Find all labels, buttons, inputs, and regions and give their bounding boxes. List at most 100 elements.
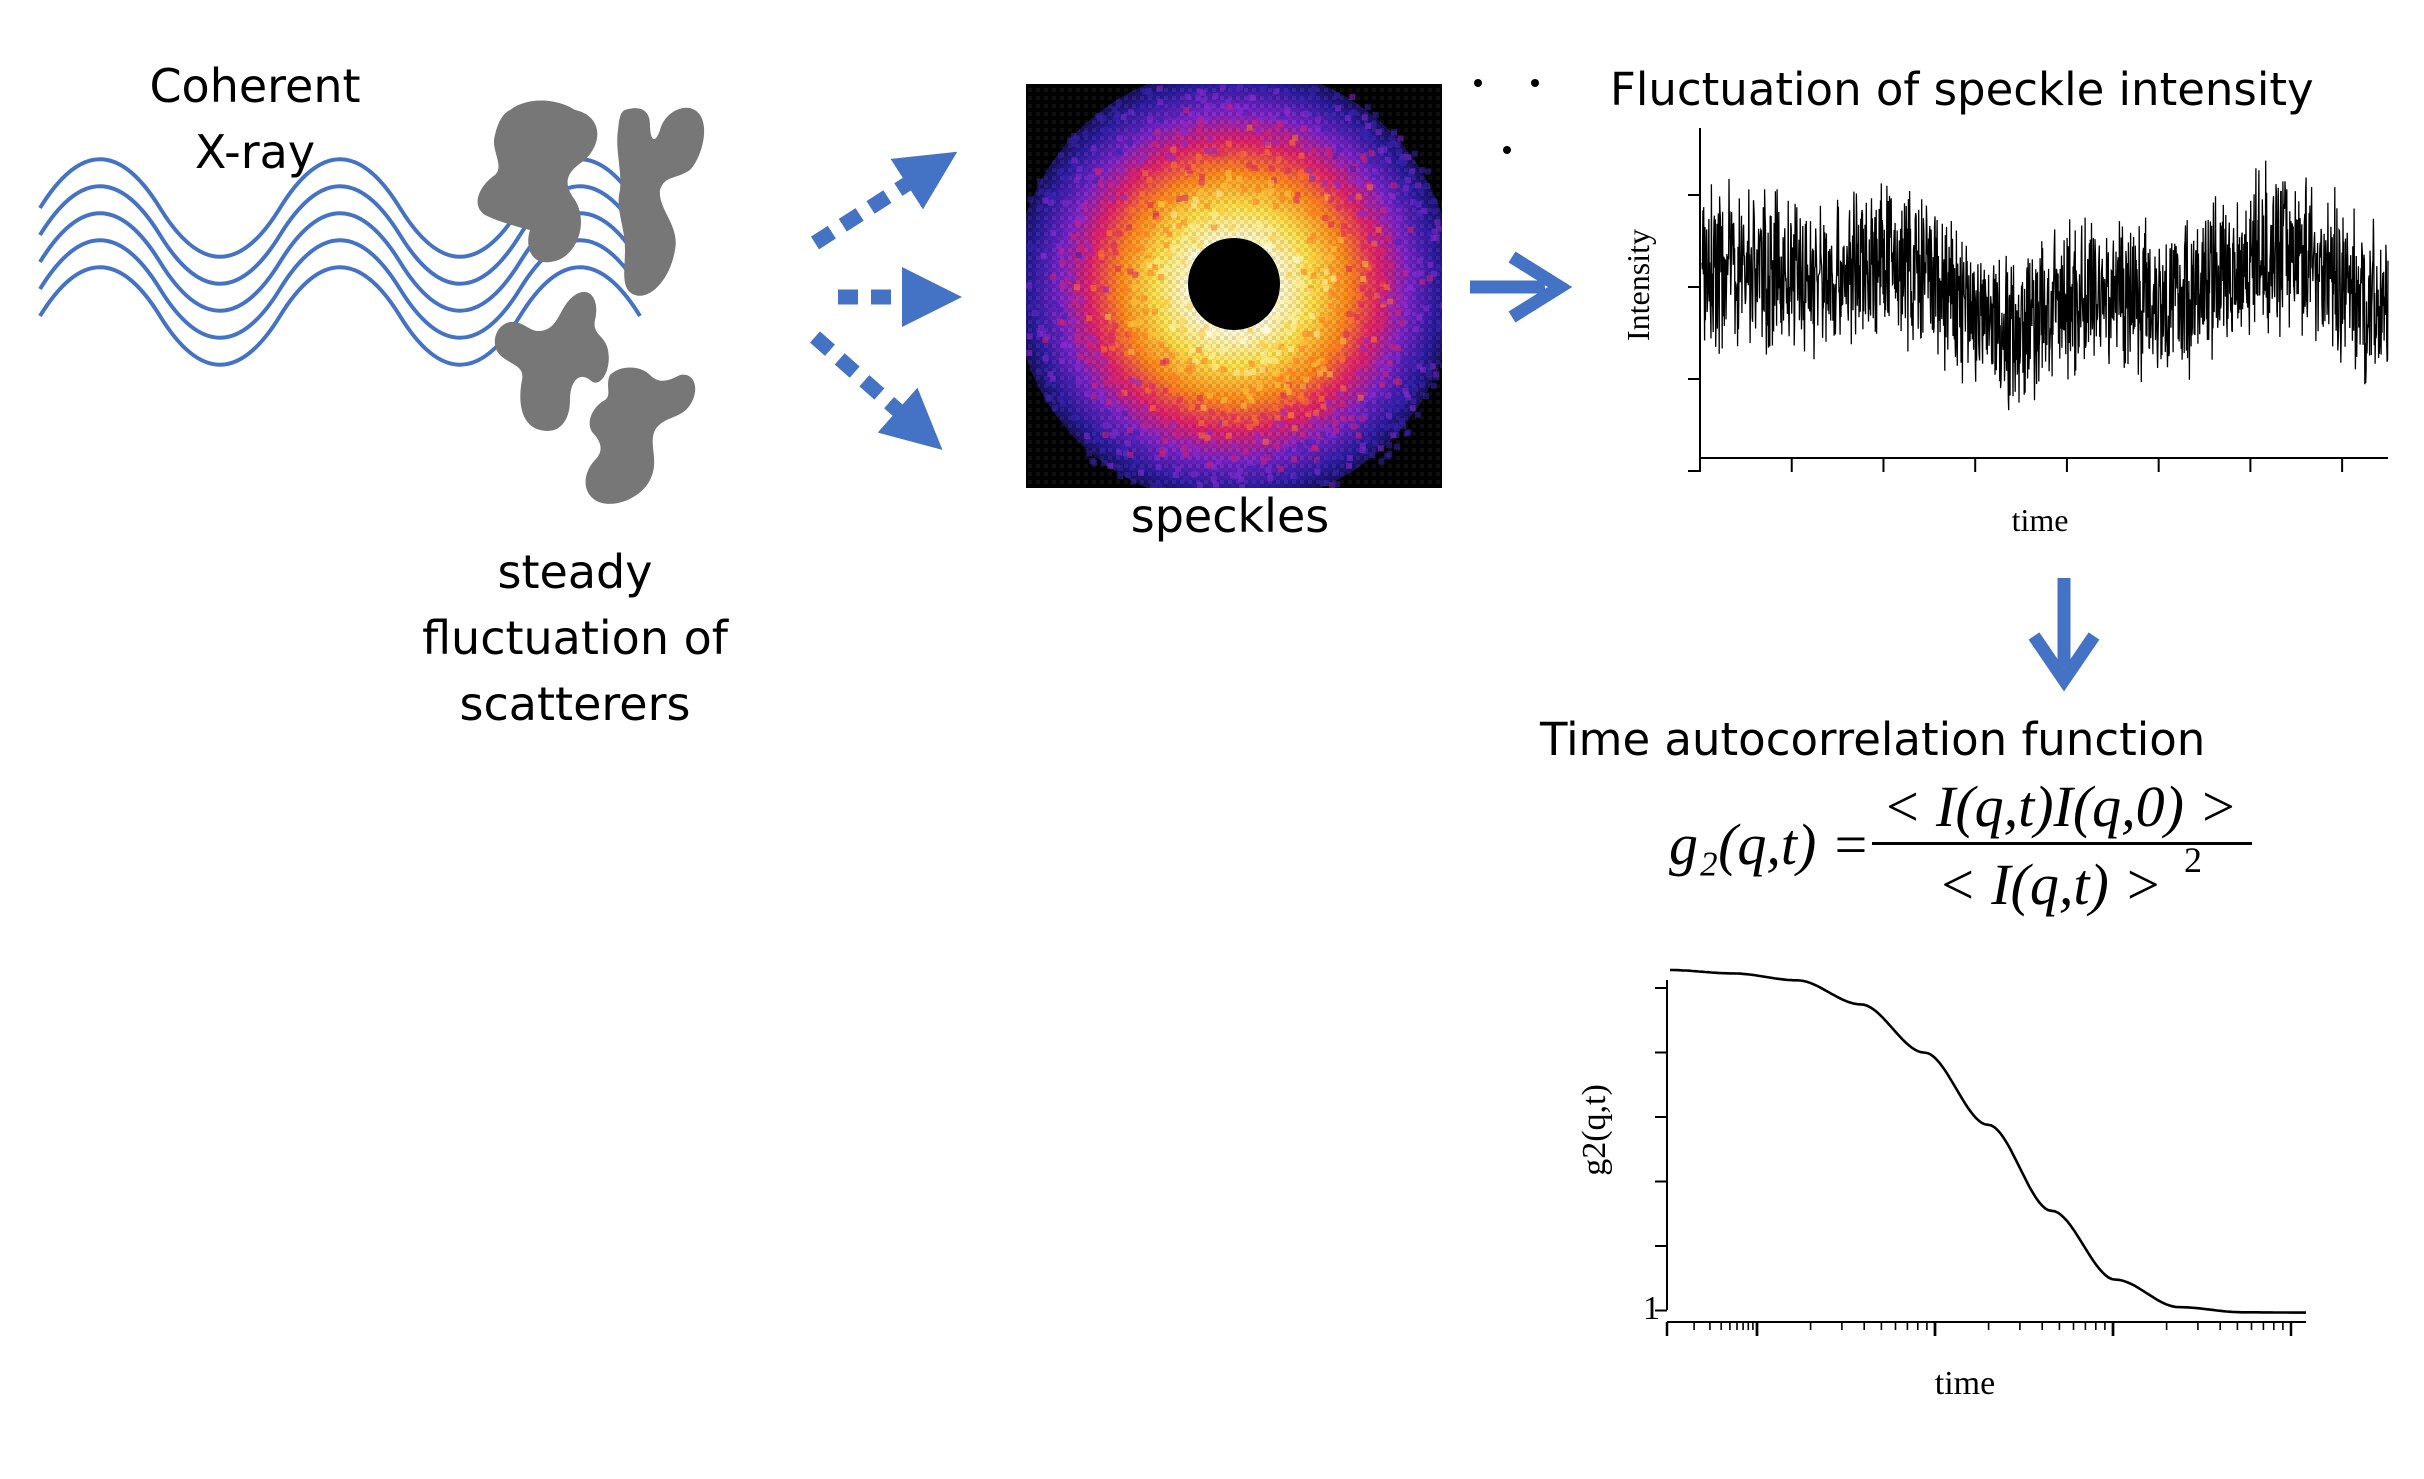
speckle-grain bbox=[1308, 357, 1315, 363]
speckle-grain bbox=[1251, 165, 1258, 172]
speckle-grain bbox=[1097, 180, 1104, 187]
speckle-grain bbox=[1097, 426, 1104, 433]
speckle-grain bbox=[1077, 245, 1084, 252]
g2-ytick-1: 1 bbox=[1643, 1290, 1660, 1327]
speckle-grain bbox=[1248, 360, 1255, 367]
speckle-grain bbox=[1062, 200, 1069, 207]
speckle-grain bbox=[1284, 190, 1291, 197]
speckle-grain bbox=[1349, 290, 1356, 297]
speckle-grain bbox=[1188, 218, 1195, 225]
speckle-grain bbox=[1280, 409, 1287, 416]
speckle-grain bbox=[1226, 210, 1233, 217]
speckle-grain bbox=[1180, 219, 1187, 226]
speckle-grain bbox=[1349, 94, 1356, 100]
speckle-grain bbox=[1330, 246, 1337, 253]
speckle-grain bbox=[1375, 226, 1382, 233]
speckle-grain bbox=[1310, 148, 1317, 155]
speckle-grain bbox=[1181, 235, 1188, 241]
speckle-grain bbox=[1142, 332, 1148, 339]
speckle-grain bbox=[1322, 215, 1329, 221]
speckle-grain bbox=[1090, 337, 1097, 344]
speckle-grain bbox=[1050, 237, 1057, 244]
speckle-grain bbox=[1149, 391, 1156, 397]
speckle-grain bbox=[1375, 195, 1382, 202]
speckle-grain bbox=[1086, 338, 1093, 345]
speckle-grain bbox=[1288, 406, 1295, 413]
speckle-grain bbox=[1063, 175, 1070, 182]
speckle-grain bbox=[1326, 371, 1333, 378]
speckle-grain bbox=[1356, 217, 1363, 224]
speckle-grain bbox=[1371, 240, 1378, 247]
speckle-grain bbox=[1400, 355, 1407, 361]
speckle-grain bbox=[1160, 301, 1167, 308]
speckle-grain bbox=[1086, 315, 1093, 322]
speckle-grain bbox=[1265, 129, 1272, 135]
speckle-grain bbox=[1145, 249, 1152, 256]
speckle-grain bbox=[1225, 98, 1232, 105]
speckle-grain bbox=[1312, 111, 1319, 118]
speckle-grain bbox=[1367, 425, 1374, 432]
xray-label-line1: Coherent bbox=[149, 59, 361, 113]
speckle-grain bbox=[1416, 257, 1423, 264]
speckle-grain bbox=[1109, 344, 1115, 351]
speckle-grain bbox=[1309, 290, 1316, 296]
speckle-grain bbox=[1324, 480, 1331, 487]
speckle-grain bbox=[1298, 395, 1305, 402]
speckle-grain bbox=[1423, 305, 1430, 312]
speckle-grain bbox=[1416, 363, 1423, 370]
speckle-grain bbox=[1241, 186, 1248, 193]
speckle-grain bbox=[1147, 91, 1154, 98]
speckle-grain bbox=[1070, 132, 1077, 139]
arrow-to-intensity bbox=[1470, 251, 1573, 323]
speckle-grain bbox=[1324, 186, 1331, 193]
formula-denominator: < I(q,t) > bbox=[1937, 852, 2163, 917]
speckle-grain bbox=[1257, 191, 1264, 198]
speckle-grain bbox=[1359, 351, 1366, 358]
speckle-grain bbox=[1126, 224, 1132, 231]
speckle-grain bbox=[1237, 84, 1243, 91]
speckle-grain bbox=[1047, 192, 1054, 199]
speckle-grain bbox=[1400, 301, 1407, 307]
speckle-grain bbox=[1129, 464, 1136, 471]
formula-denominator-exponent: 2 bbox=[2184, 840, 2202, 880]
speckle-grain bbox=[1200, 97, 1207, 104]
speckle-grain bbox=[1147, 270, 1154, 276]
speckle-grain bbox=[1261, 358, 1268, 365]
speckle-grain bbox=[1082, 131, 1089, 138]
speckle-grain bbox=[1181, 140, 1188, 147]
speckle-grain bbox=[1346, 455, 1353, 461]
speckle-grain bbox=[1047, 322, 1054, 329]
speckle-grain bbox=[1324, 268, 1331, 275]
speckle-grain bbox=[1359, 447, 1366, 453]
speckle-grain bbox=[1149, 223, 1156, 230]
speckle-grain bbox=[1286, 271, 1293, 278]
speckle-grain bbox=[1188, 111, 1195, 118]
speckle-grain bbox=[1087, 341, 1094, 348]
speckle-grain bbox=[1355, 292, 1362, 299]
speckle-grain bbox=[1128, 348, 1135, 355]
speckle-grain bbox=[1170, 162, 1177, 169]
speckle-grain bbox=[1320, 403, 1327, 410]
speckle-grain bbox=[1386, 141, 1393, 148]
speckle-grain bbox=[1385, 392, 1392, 399]
speckle-grain bbox=[1395, 148, 1402, 155]
speckle-grain bbox=[1131, 440, 1138, 447]
speckle-grain bbox=[1026, 350, 1033, 356]
speckle-grain bbox=[1280, 392, 1287, 399]
speckle-grain bbox=[1056, 331, 1063, 337]
speckle-grain bbox=[1132, 271, 1139, 278]
speckle-grain bbox=[1396, 194, 1403, 201]
speckle-grain bbox=[1374, 272, 1381, 279]
speckle-grain bbox=[1297, 392, 1304, 399]
speckle-grain bbox=[1416, 244, 1423, 251]
speckle-grain bbox=[1359, 285, 1366, 291]
speckle-grain bbox=[1327, 303, 1334, 310]
speckle-grain bbox=[1322, 321, 1329, 328]
speckle-grain bbox=[1204, 105, 1210, 112]
speckle-grain bbox=[1344, 115, 1351, 121]
speckle-grain bbox=[1238, 201, 1245, 207]
speckle-grain bbox=[1242, 388, 1249, 395]
speckle-grain bbox=[1362, 260, 1369, 267]
speckle-grain bbox=[1359, 442, 1366, 449]
speckle-grain bbox=[1278, 373, 1284, 380]
